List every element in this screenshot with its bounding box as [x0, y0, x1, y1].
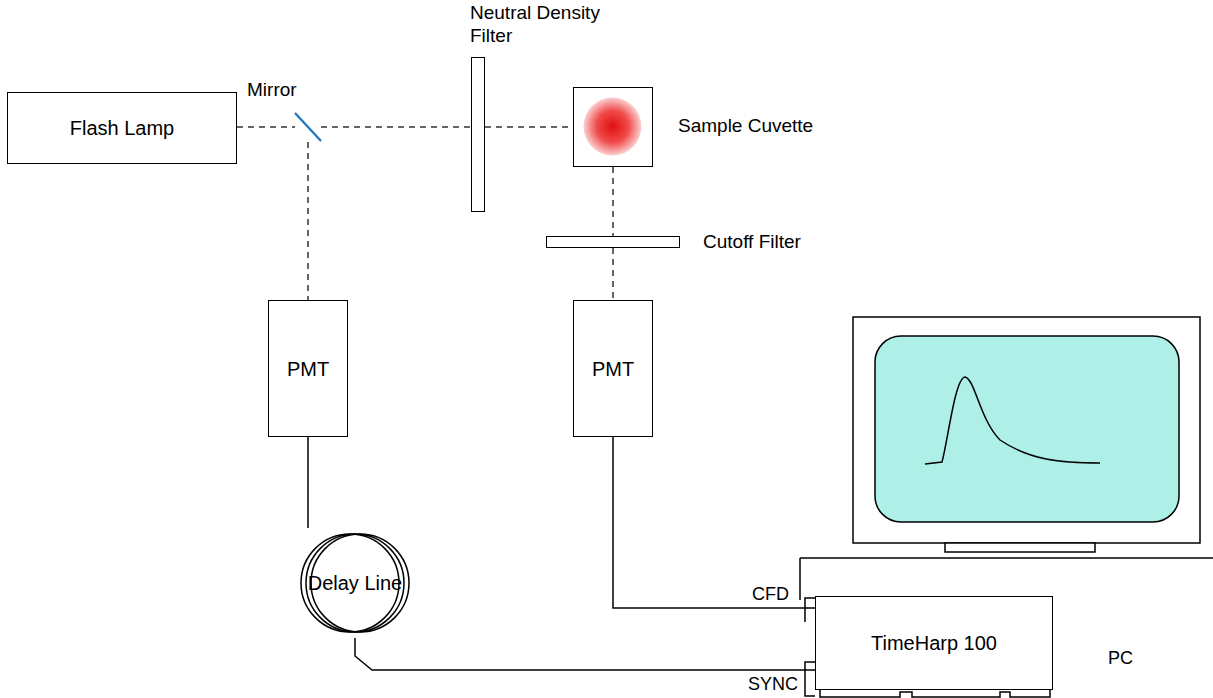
mirror-surface — [295, 112, 321, 142]
part-label: Neutral Density Filter — [470, 2, 620, 48]
node-label: TimeHarp 100 — [871, 631, 997, 655]
signal-label: PC — [1108, 648, 1133, 670]
pc-case-top — [800, 557, 1213, 559]
nd-filter: Neutral Density Filter — [471, 57, 485, 212]
cfd-port — [805, 598, 815, 622]
node-label: Flash Lamp — [70, 116, 175, 140]
signal-label: SYNC — [748, 674, 798, 696]
part-label: Mirror — [247, 79, 297, 102]
sync-port — [805, 662, 815, 696]
node-label: PMT — [592, 357, 634, 381]
signal-cable — [307, 437, 309, 528]
signal-cable — [355, 638, 815, 670]
light-beam — [237, 126, 295, 128]
part-label: Sample Cuvette — [678, 115, 813, 138]
node-label: Delay Line — [308, 571, 403, 595]
cutoff-filter: Cutoff Filter — [546, 236, 680, 248]
light-beam — [485, 126, 573, 128]
signal-cable — [613, 437, 815, 608]
card-box: TimeHarp 100 — [815, 596, 1053, 690]
card-edge-connector — [820, 690, 1050, 697]
node-label: PMT — [287, 357, 329, 381]
pmt-box: PMT — [268, 300, 348, 437]
monitor-frame — [853, 317, 1200, 543]
pmt-box: PMT — [573, 300, 653, 437]
lamp-box: Flash Lamp — [7, 92, 237, 164]
light-beam — [307, 142, 309, 300]
delay-line: Delay Line — [300, 528, 410, 638]
part-label: Cutoff Filter — [703, 231, 801, 254]
signal-label: CFD — [752, 584, 789, 606]
decay-curve — [925, 377, 1100, 464]
mirror: Mirror — [295, 112, 321, 142]
fluorescing-sample — [574, 88, 651, 165]
light-beam — [612, 167, 614, 236]
light-beam — [612, 248, 614, 300]
light-beam — [321, 126, 471, 128]
monitor-screen — [875, 336, 1179, 522]
sample-cuvette: Sample Cuvette — [573, 87, 653, 167]
pc-case-edge — [799, 558, 801, 600]
monitor-stand — [945, 543, 1095, 552]
